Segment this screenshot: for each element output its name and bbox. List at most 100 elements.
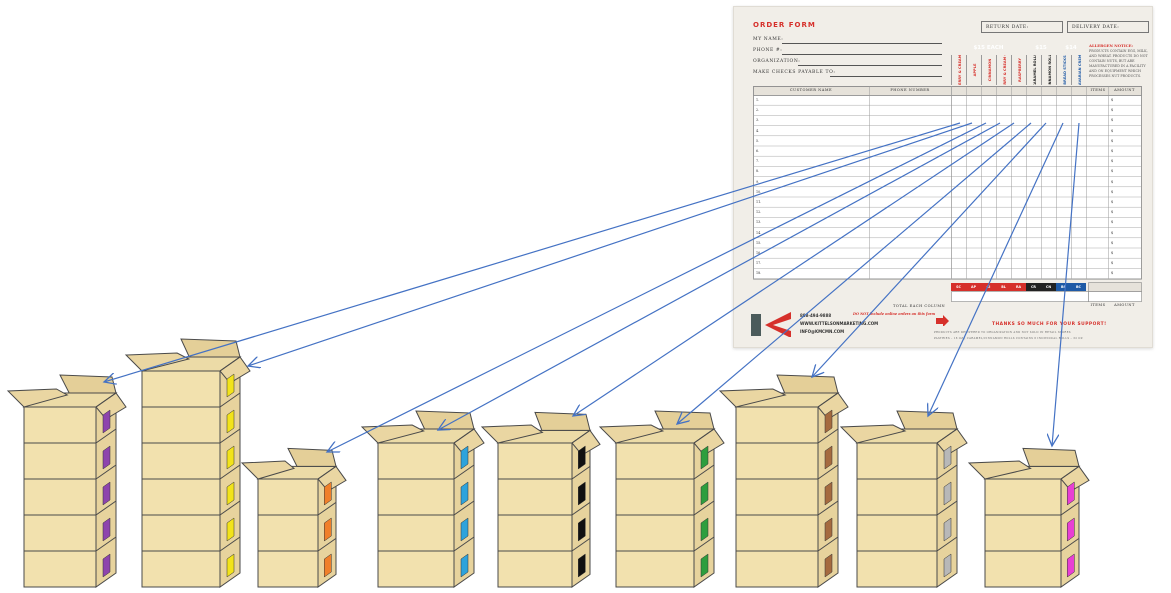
box [497,442,573,480]
box [856,514,938,552]
box-edge [571,465,591,480]
customer-name-header: CUSTOMER NAME [789,88,833,92]
product-label: BLUEBERRY & CREAM CHEESE [1003,55,1007,85]
product-label: STRAWBERRY & CREAM CHEESE [958,55,962,85]
fine-print-2: PASTRIES – 18 OZ | CARAMEL/CINNAMON ROLL… [934,337,1083,340]
row-number: 8. [756,169,760,174]
box-edge [693,536,715,552]
color-tape-label [226,517,235,542]
box [141,514,221,552]
box [23,442,97,480]
product-header-cell: BLUEBERRY & CREAM CHEESE [996,55,1012,85]
color-tape-label [1067,517,1075,542]
box-edge [95,536,117,552]
row-number: 14. [756,230,762,235]
box [497,550,573,588]
total-each-column-label: TOTAL EACH COLUMN [893,304,946,308]
color-tape-label [824,553,833,578]
box [377,550,455,588]
product-header-cell: APPLE [966,55,982,85]
row-number: 4. [756,128,760,133]
row-number: 1. [756,98,760,102]
box-flap-back [534,411,591,431]
box [377,514,455,552]
box-flap-back [654,410,715,430]
contact-phone: 888-494-9888 [800,313,832,318]
color-tape-label [324,553,332,578]
box [257,550,319,588]
amount-currency: $ [1111,210,1114,215]
color-tape-label [1067,553,1075,578]
amount-currency: $ [1111,189,1114,194]
color-tape-label [226,409,235,434]
box-edge [219,428,241,444]
color-tape-label [226,445,235,470]
box [141,370,221,408]
price-band-15: $15 [1035,45,1047,51]
box-edge [317,501,337,516]
box-stack-8 [839,410,968,588]
product-header-cell: RASPBERRY [1011,55,1027,85]
online-orders-note: DO NOT include online orders on this for… [853,312,936,316]
color-tape-label [578,517,586,542]
box [984,514,1062,552]
my-name-line [782,43,942,44]
box [615,550,695,588]
color-tape-label [824,481,833,506]
box [257,514,319,552]
row-number: 7. [756,159,760,164]
checks-payable-line [830,76,942,77]
items-footer: ITEMS [1090,303,1106,307]
box-edge [453,500,475,516]
organization-line [798,65,942,66]
box-edge [1060,537,1080,552]
color-tape-label [102,445,111,470]
color-tape-label [700,553,709,578]
box-stack-9 [967,447,1090,588]
contact-email: INFO@KMCMN.COM [800,329,845,334]
thanks-message: THANKS SO MUCH FOR YOUR SUPPORT! [992,322,1107,327]
total-column-code: CN [1041,282,1056,291]
total-column-code: SC [951,282,966,291]
box [141,406,221,444]
box-edge [453,464,475,480]
allergen-text: PRODUCTS CONTAIN EGG, MILK, AND WHEAT. P… [1089,49,1148,78]
box [141,550,221,588]
phone-line [782,54,942,55]
box-edge [936,464,958,480]
box-stack-2 [124,338,251,588]
box-edge [95,428,117,444]
organization-label: ORGANIZATION: [753,59,801,64]
box [856,550,938,588]
box-edge [219,536,241,552]
product-label: CARAMEL ROLLS [1032,55,1037,85]
total-column-code: CR [1026,282,1041,291]
color-tape-label [460,553,469,578]
amount-currency: $ [1111,159,1114,164]
amount-currency: $ [1111,118,1114,123]
box [377,478,455,516]
box [735,406,819,444]
box [497,478,573,516]
order-grid: CUSTOMER NAME PHONE NUMBER ITEMS AMOUNT … [753,86,1152,330]
amount-currency: $ [1111,251,1114,255]
amount-currency: $ [1111,169,1114,174]
color-tape-label [102,409,111,434]
box [23,406,97,444]
color-tape-label [943,481,952,506]
delivery-date-field: DELIVERY DATE: [1067,21,1149,33]
amount-header: AMOUNT [1114,88,1135,92]
box-edge [936,536,958,552]
color-tape-label [578,481,586,506]
box [856,478,938,516]
total-column-code: BL [996,282,1011,291]
checks-payable-label: MAKE CHECKS PAYABLE TO: [753,70,836,75]
amount-currency: $ [1111,138,1114,143]
fine-print-1: PRODUCTS ARE DELIVERED TO ORGANIZATION A… [934,331,1071,334]
product-header-cell: BREAD STICKS [1056,55,1072,85]
amount-currency: $ [1111,240,1114,245]
box [856,442,938,480]
box-edge [95,464,117,480]
